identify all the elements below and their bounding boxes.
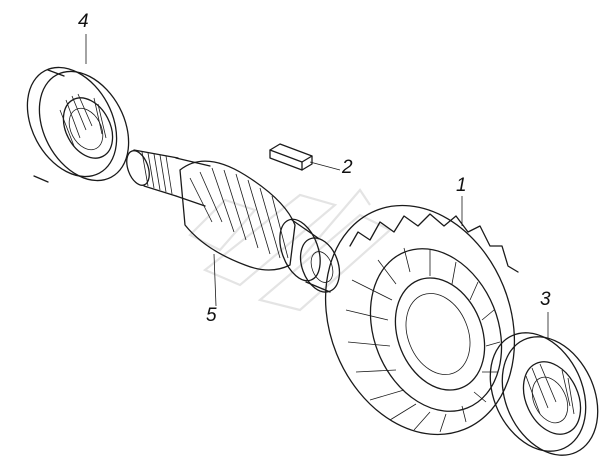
bevel-gear-part-1 xyxy=(324,204,519,436)
leader-lines xyxy=(85,34,549,338)
callout-4: 4 xyxy=(78,11,89,32)
background-watermark xyxy=(188,188,392,312)
leader-line-2 xyxy=(309,161,341,171)
bearing-part-4 xyxy=(26,66,130,183)
key-part-2 xyxy=(269,143,313,171)
bearing-part-3 xyxy=(489,332,599,456)
callout-3: 3 xyxy=(540,289,551,310)
pinion-shaft-part-5 xyxy=(126,149,341,293)
callout-2: 2 xyxy=(342,157,353,178)
leader-line-5 xyxy=(213,253,217,307)
callout-5: 5 xyxy=(206,305,217,326)
callout-1: 1 xyxy=(456,175,467,196)
